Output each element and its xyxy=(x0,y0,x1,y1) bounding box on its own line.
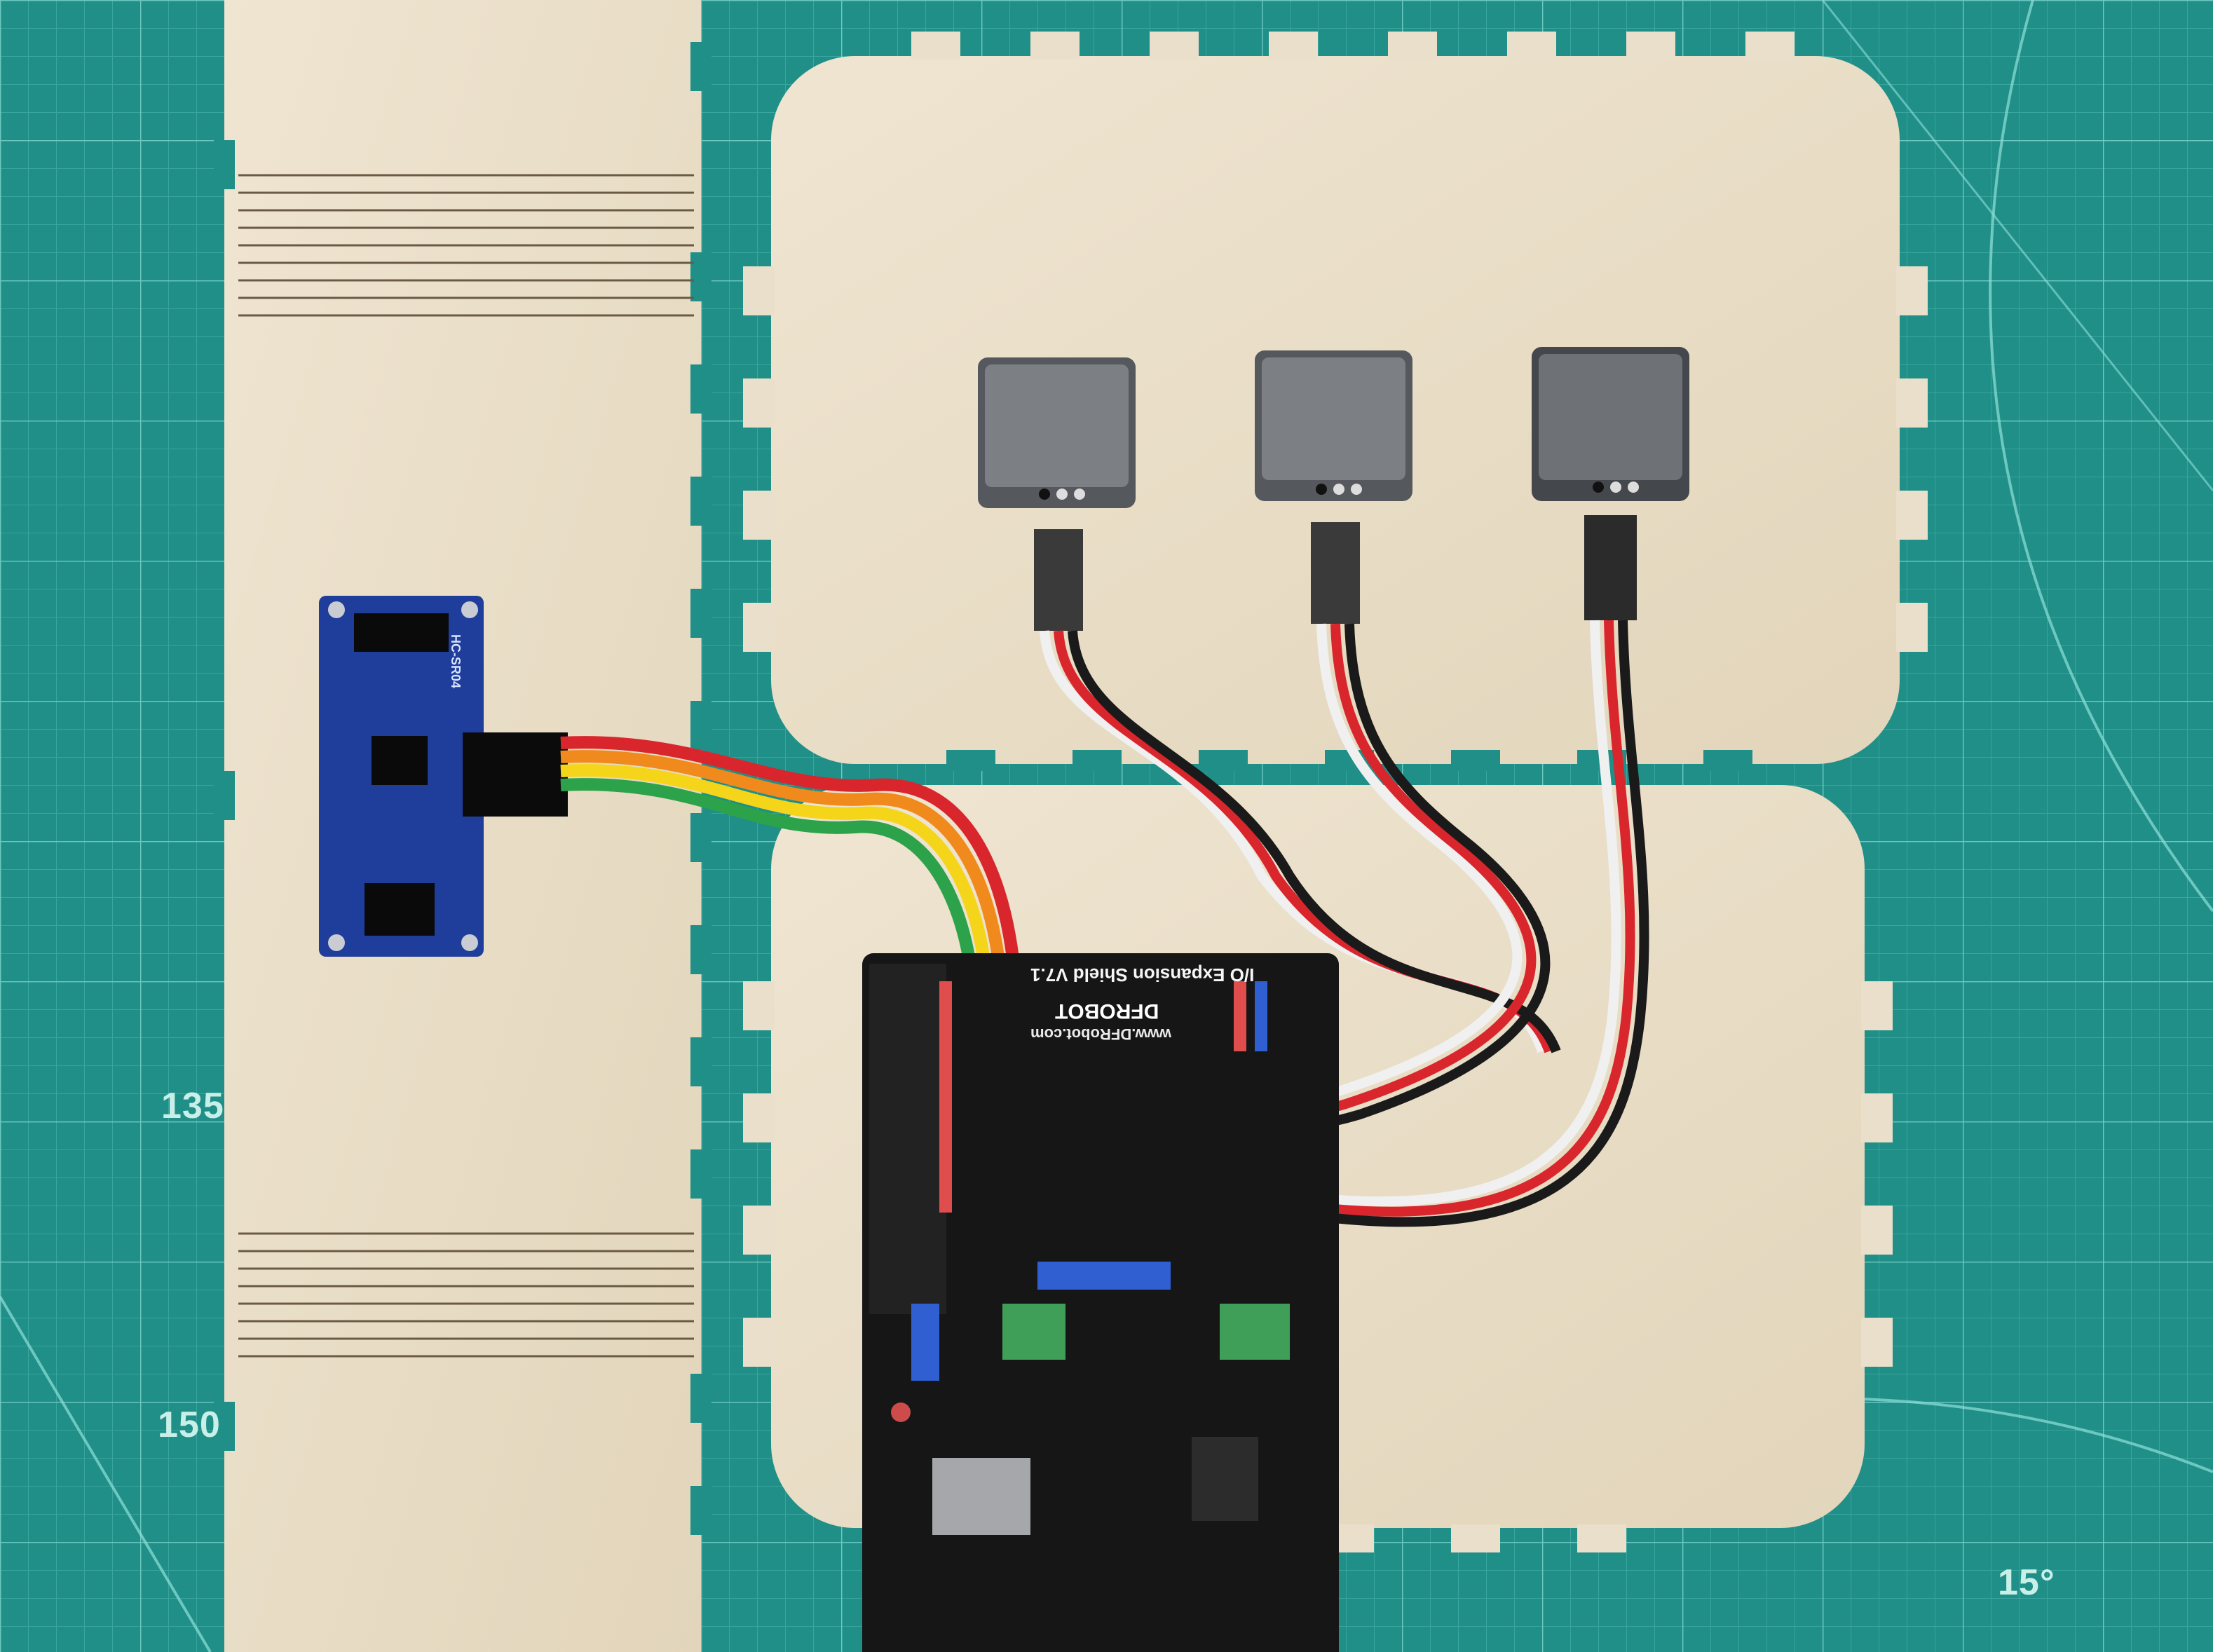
mat-label-150: 150 xyxy=(158,1405,221,1445)
ultrasonic-model-label: HC-SR04 xyxy=(449,634,463,689)
shield-brand-label: DFROBOT xyxy=(1055,999,1159,1023)
shield-title-label: I/O Expansion Shield V7.1 xyxy=(1030,964,1255,985)
ultrasonic-sensor-board xyxy=(319,596,568,957)
sensor-module-left xyxy=(978,357,1561,1053)
mat-label-15-degree: 15° xyxy=(1998,1562,2055,1603)
mat-label-135: 135 xyxy=(161,1086,224,1126)
io-expansion-shield xyxy=(862,953,1339,1652)
shield-url-label: www.DFRobot.com xyxy=(1030,1025,1171,1043)
